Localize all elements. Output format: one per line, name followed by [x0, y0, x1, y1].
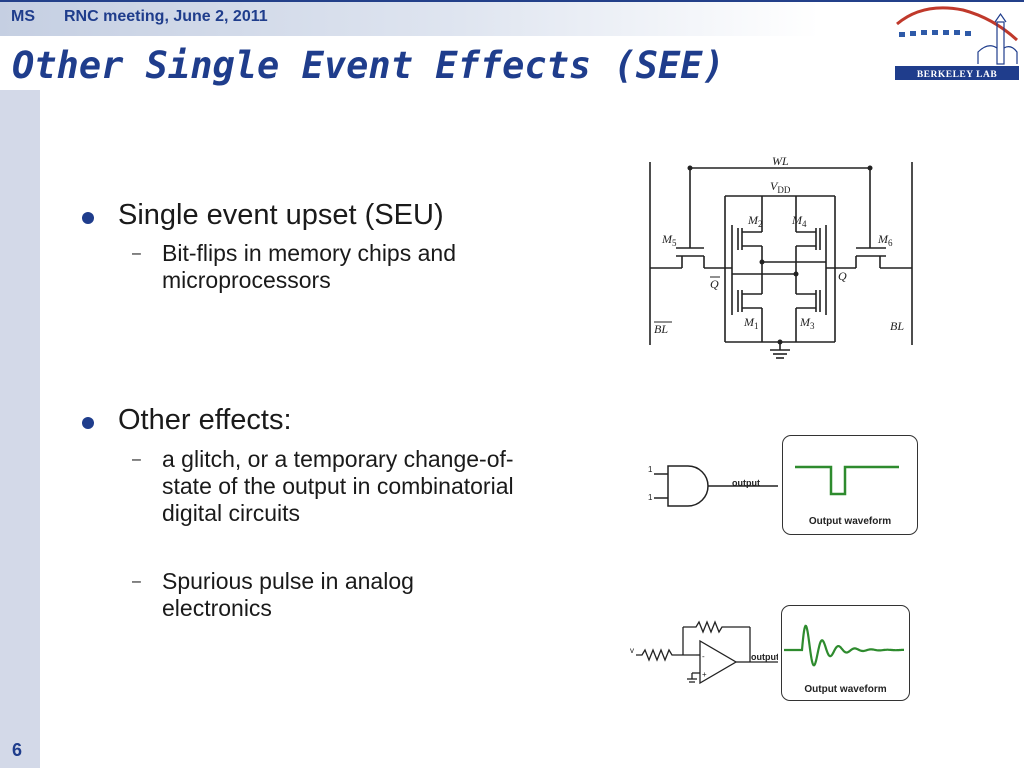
glitch-waveform-box: Output waveform	[782, 435, 918, 535]
opamp-minus: -	[702, 652, 705, 661]
slide-title: Other Single Event Effects (SEE)	[12, 44, 725, 87]
opamp-diagram: v - + output	[630, 620, 778, 685]
and-gate-diagram: 1 1 output	[648, 465, 778, 507]
berkeley-lab-logo: BERKELEY LAB	[895, 6, 1019, 80]
and-output-label: output	[732, 478, 760, 488]
m5-label: M5	[661, 232, 677, 248]
bl-label: BL	[890, 319, 904, 333]
header-ms: MS	[11, 8, 35, 25]
opamp-input-label: v	[630, 646, 634, 655]
m6-label: M6	[877, 232, 893, 248]
pulse-waveform-caption: Output waveform	[804, 684, 887, 695]
bullet-dot	[82, 417, 94, 429]
pulse-waveform	[784, 624, 904, 667]
qbar-label: Q	[710, 277, 719, 291]
header-top-line	[0, 0, 1024, 2]
opamp-plus: +	[702, 670, 707, 679]
wl-label: WL	[772, 154, 789, 168]
and-input-2: 1	[648, 493, 653, 502]
header-bar	[0, 0, 1024, 36]
blbar-label: BL	[654, 322, 668, 336]
sram-cell-diagram: WL VDD M5 M6 M2 M4 M1 M3 Q Q BL BL	[649, 154, 913, 359]
vdd-label: VDD	[770, 179, 791, 195]
m4-label: M4	[791, 213, 807, 229]
m1-label: M1	[743, 315, 759, 331]
page-number: 6	[12, 740, 23, 760]
logo-text: BERKELEY LAB	[917, 70, 998, 80]
m2-label: M2	[747, 213, 763, 229]
and-input-1: 1	[648, 465, 653, 474]
glitch-waveform	[795, 465, 899, 496]
q-label: Q	[838, 269, 847, 283]
glitch-waveform-caption: Output waveform	[808, 516, 892, 527]
bullet-dot	[82, 212, 94, 224]
opamp-output-label: output	[751, 652, 778, 662]
m3-label: M3	[799, 315, 815, 331]
left-sidebar	[0, 90, 40, 768]
pulse-waveform-box: Output waveform	[781, 605, 910, 701]
header-meeting: RNC meeting, June 2, 2011	[64, 8, 268, 25]
